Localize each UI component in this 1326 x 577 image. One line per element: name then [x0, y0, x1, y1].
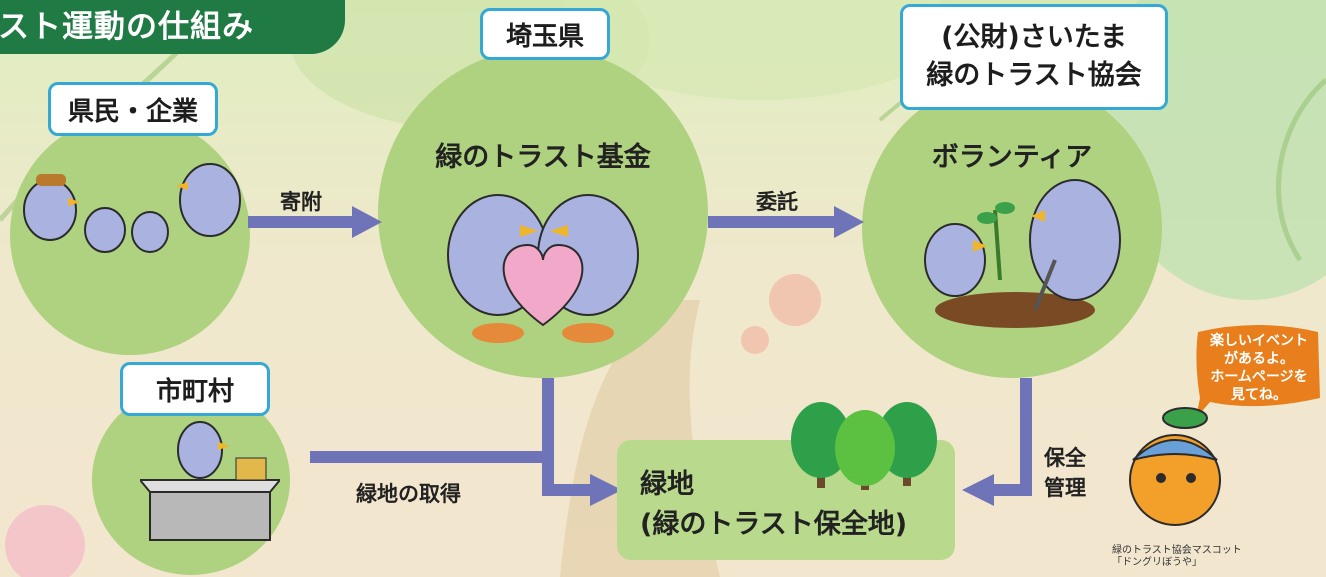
bubble-line2: があるよ。: [1224, 351, 1294, 367]
bubble-line1: 楽しいイベント: [1210, 333, 1308, 349]
itaku-label: 委託: [756, 190, 798, 214]
page-title: スト運動の仕組み: [0, 0, 345, 54]
kyokai-label-line2: 緑のトラスト協会: [926, 60, 1142, 91]
shichoson-label: 市町村: [120, 362, 270, 416]
ryokuchi-text: 緑地 (緑のトラスト保全地): [640, 465, 907, 545]
mascot-caption: 緑のトラスト協会マスコット 「ドングリぼうや」: [1112, 545, 1242, 569]
desk-bird-illustration: [140, 421, 280, 541]
ryokuchi-line2: (緑のトラスト保全地): [640, 509, 908, 540]
planting-birds-illustration: [924, 179, 1121, 328]
kyokai-label: (公財)さいたま 緑のトラスト協会: [900, 4, 1168, 110]
hozen-label: 保全 管理: [1044, 443, 1086, 503]
hozen-line1: 保全: [1044, 446, 1086, 470]
bubble-text: 楽しいイベント があるよ。 ホームページを 見てね。: [1198, 332, 1320, 404]
kyokai-label-line1: (公財)さいたま: [941, 22, 1127, 53]
trees-icon: [791, 402, 937, 490]
bubble-line3: ホームページを: [1210, 369, 1308, 385]
saitama-label: 埼玉県: [480, 8, 610, 60]
mascot-caption-line2: 「ドングリぼうや」: [1112, 557, 1202, 568]
families-birds-illustration: [23, 163, 241, 253]
heart-birds-illustration: [447, 194, 639, 343]
acorn-mascot-illustration: [1129, 407, 1221, 526]
kifu-label: 寄附: [280, 190, 322, 214]
shutoku-label: 緑地の取得: [356, 482, 461, 506]
mascot-caption-line1: 緑のトラスト協会マスコット: [1112, 545, 1242, 556]
hozen-line2: 管理: [1044, 476, 1086, 500]
trust-fund-title: 緑のトラスト基金: [435, 142, 651, 173]
bubble-line4: 見てね。: [1231, 387, 1287, 403]
speech-bubble: [1196, 325, 1320, 418]
kenmin-label: 県民・企業: [48, 82, 218, 136]
ryokuchi-line1: 緑地: [640, 469, 694, 500]
volunteer-title: ボランティア: [931, 142, 1093, 173]
